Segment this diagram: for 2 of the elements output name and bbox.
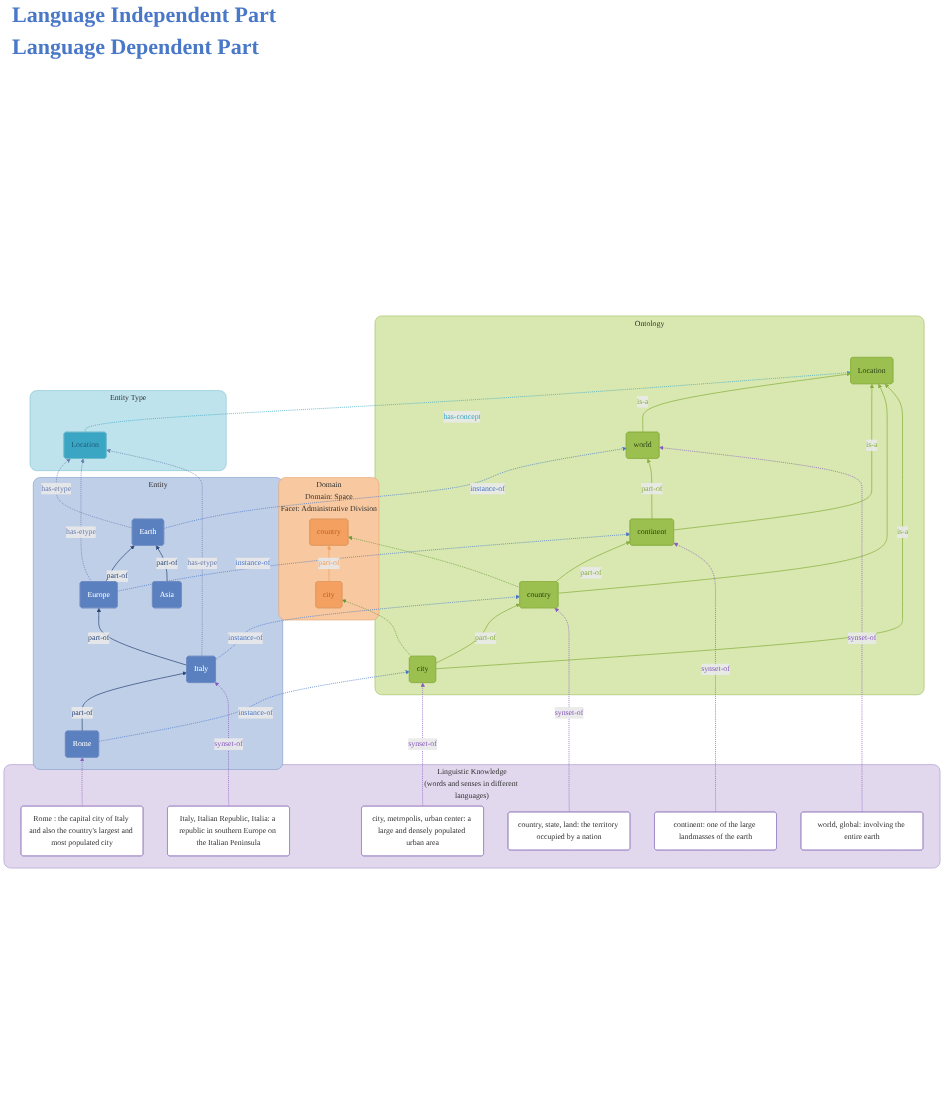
section-label: Language Independent Part [10, 2, 279, 32]
section-label: Language Dependent Part [10, 34, 261, 64]
